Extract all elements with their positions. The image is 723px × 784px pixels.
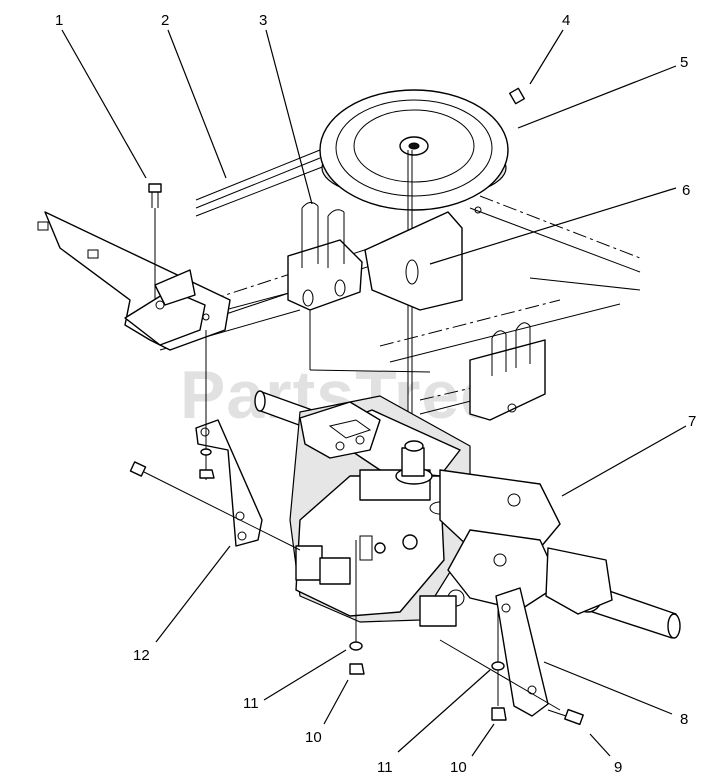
right-mount-bracket-part-8 xyxy=(439,587,561,717)
callout-6: 6 xyxy=(682,182,690,199)
callout-10-center: 10 xyxy=(305,729,322,746)
set-screw-part-4 xyxy=(508,87,526,105)
center-washer-nut xyxy=(349,540,365,675)
left-mount-bracket-part-12 xyxy=(195,330,263,547)
callout-12: 12 xyxy=(133,647,150,664)
pulley-part-5 xyxy=(319,89,509,420)
right-washer-nut xyxy=(491,661,507,721)
u-bolt-bracket-part-3 xyxy=(287,202,363,311)
callout-labels: 1 2 3 4 5 6 7 8 9 10 10 11 11 12 xyxy=(55,12,696,776)
callout-7: 7 xyxy=(688,413,696,430)
callout-9: 9 xyxy=(614,759,622,776)
callout-1: 1 xyxy=(55,12,63,29)
callout-4: 4 xyxy=(562,12,570,29)
callout-10-right: 10 xyxy=(450,759,467,776)
right-u-bolt-bracket xyxy=(469,322,546,421)
callout-2: 2 xyxy=(161,12,169,29)
hub-mount-part-6 xyxy=(364,206,482,311)
callout-11-right: 11 xyxy=(377,759,393,776)
callout-11-center: 11 xyxy=(243,695,259,712)
callout-8: 8 xyxy=(680,711,688,728)
left-frame-bracket xyxy=(37,211,231,351)
leader-lines xyxy=(61,29,687,757)
transaxle-part-7 xyxy=(289,395,561,627)
left-bolt xyxy=(129,461,301,551)
right-axle-shaft xyxy=(545,547,681,639)
callout-5: 5 xyxy=(680,54,688,71)
bolt-part-1 xyxy=(148,183,162,300)
bolt-part-9 xyxy=(547,708,584,726)
callout-3: 3 xyxy=(259,12,267,29)
